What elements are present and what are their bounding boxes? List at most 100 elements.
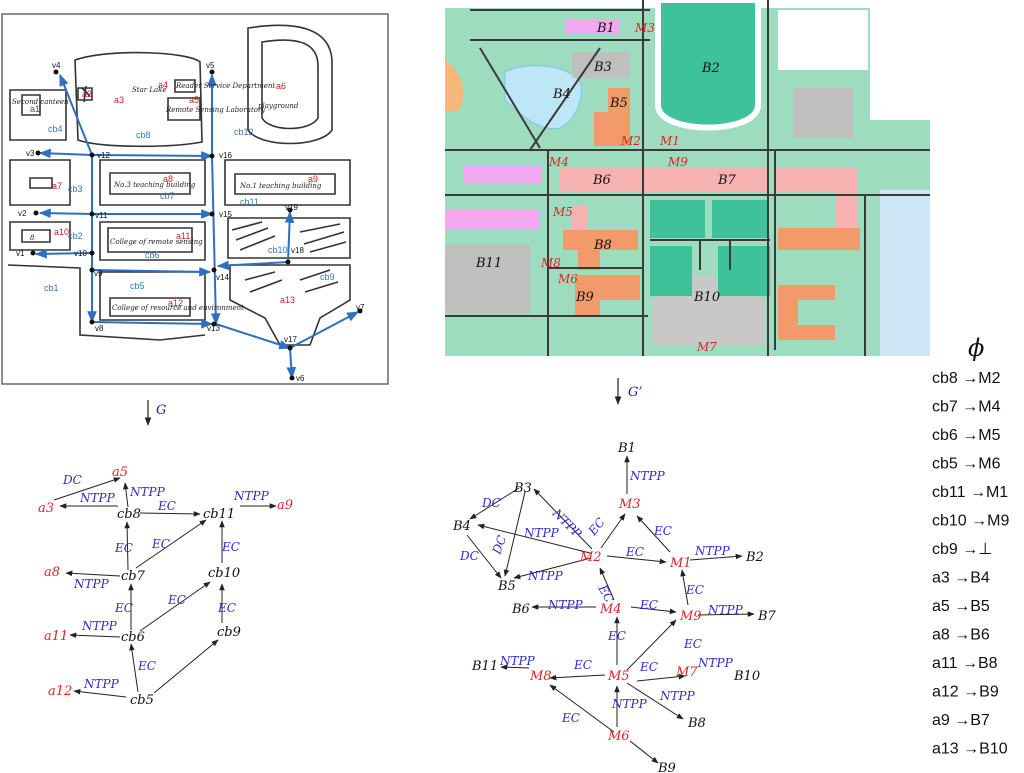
map-marker-label: M3 (634, 21, 655, 35)
relation-label: DC (62, 473, 82, 487)
relation-label: EC (685, 583, 704, 597)
a-label: a12 (168, 298, 183, 308)
node-cb8: cb8 (117, 507, 141, 522)
node-B11: B11 (471, 659, 498, 674)
college-rs-label: College of remote sensing (110, 238, 203, 246)
star-lake-label: Star Lake (132, 86, 167, 94)
vertex-label: v2 (18, 209, 27, 218)
vertex-label: v4 (52, 61, 61, 70)
sketch-cb-labels: cb1 cb2 cb3 cb4 cb5 cb6 cb7 cb8 cb9 cb10… (44, 124, 335, 293)
relation-label: EC (607, 629, 626, 643)
sketch-roads (34, 73, 360, 380)
relation-label: EC (167, 593, 186, 607)
graph-g-edges (53, 477, 277, 698)
node-M3: M3 (618, 497, 641, 512)
map-building-label: B2 (701, 61, 720, 76)
node-B5: B5 (497, 579, 516, 594)
map-building-label: B4 (552, 87, 571, 102)
vertex-label: v15 (219, 210, 232, 219)
node-B4: B4 (452, 519, 471, 534)
relation-label: EC (114, 541, 133, 555)
relation-label: EC (157, 499, 176, 513)
node-M5: M5 (607, 669, 630, 684)
node-M1: M1 (669, 556, 692, 571)
node-a12: a12 (48, 684, 72, 699)
node-B8: B8 (687, 716, 706, 731)
playground-label: playground (258, 102, 299, 110)
transform-arrows: G G’ (144, 378, 643, 426)
node-cb10: cb10 (208, 566, 240, 581)
node-cb11: cb11 (203, 507, 235, 522)
map-marker-labels: M1 M2 M3 M4 M5 M6 M7 M8 M9 (540, 21, 717, 354)
phi-mapping-row: cb8 →M2 (932, 370, 1001, 387)
graph-gprime-edges (466, 455, 755, 764)
phi-symbol: ϕ (968, 334, 984, 362)
map-building-labels: B1 B2 B3 B4 B5 B6 B7 B8 B9 B10 B11 (475, 21, 737, 305)
college-re-label: College of resource and environment (112, 304, 244, 312)
vertex-label: v14 (216, 273, 229, 282)
relation-label: NTPP (79, 491, 116, 505)
vertex-label: v17 (284, 335, 297, 344)
sketch-map: v1 v2 v3 v4 v5 v6 v7 v8 v9 v10 v11 v12 v… (1, 13, 389, 385)
phi-mapping-row: a9 →B7 (932, 712, 990, 729)
map-marker-label: M2 (620, 134, 641, 148)
no1-building-label: No.1 teaching building (239, 182, 322, 190)
map-building-label: B5 (609, 96, 628, 111)
map-building-label: B11 (475, 256, 502, 271)
relation-label: EC (639, 660, 658, 674)
phi-mapping-row: cb11 →M1 (932, 484, 1008, 501)
node-a8: a8 (44, 565, 60, 580)
node-a9: a9 (277, 498, 293, 513)
a-label: a6 (276, 81, 286, 91)
map-building-label: B1 (596, 21, 615, 36)
cb-label: cb4 (48, 124, 63, 134)
relation-label: EC (639, 598, 658, 612)
map-building-label: B8 (593, 238, 612, 253)
relation-label: EC (137, 659, 156, 673)
node-B2: B2 (745, 550, 764, 565)
a-label: a1 (30, 104, 40, 114)
relation-label: NTPP (81, 619, 118, 633)
relation-label: NTPP (83, 677, 120, 691)
node-B9: B9 (657, 761, 676, 773)
a-label: a9 (308, 174, 318, 184)
vertex-label: v10 (74, 249, 87, 258)
phi-mapping-row: cb7 →M4 (932, 399, 1001, 416)
graph-gprime: B1 M3 B3 B4 B5 M2 M1 B2 B6 M4 M9 B7 B11 … (452, 441, 777, 773)
relation-label: NTPP (629, 469, 666, 483)
second-canteen-label: Second canteen (12, 98, 69, 106)
relation-label: EC (151, 537, 170, 551)
map-building-label: B10 (693, 290, 720, 305)
map-marker-label: M5 (552, 205, 573, 219)
vertex-label: v7 (356, 303, 365, 312)
relation-label: NTPP (547, 598, 584, 612)
a-label: a2 (82, 89, 92, 99)
arrow-gprime-label: G’ (628, 385, 643, 400)
node-cb5: cb5 (130, 693, 154, 708)
vertex-label: v18 (291, 246, 304, 255)
phi-mapping-row: a11 →B8 (932, 655, 998, 672)
map-marker-label: M1 (659, 134, 680, 148)
map-marker-label: M4 (548, 155, 569, 169)
campus-map: B1 B2 B3 B4 B5 B6 B7 B8 B9 B10 B11 M1 M2… (445, 0, 930, 356)
phi-mapping-row: a5 →B5 (932, 598, 990, 615)
node-a3: a3 (38, 501, 54, 516)
node-a11: a11 (44, 629, 68, 644)
node-B1: B1 (617, 441, 636, 456)
node-M8: M8 (529, 669, 552, 684)
map-building-label: B3 (593, 60, 612, 75)
relation-label: NTPP (611, 697, 648, 711)
vertex-label: v1 (16, 249, 25, 258)
vertex-label: v5 (206, 61, 215, 70)
relation-label: NTPP (233, 489, 270, 503)
vertex-label: v3 (26, 149, 35, 158)
relation-label: EC (585, 515, 608, 539)
a-label: a8 (163, 174, 173, 184)
node-M2: M2 (579, 550, 602, 565)
arrow-g-label: G (156, 403, 166, 418)
a-label: a11 (176, 231, 190, 241)
phi-mapping-row: cb5 →M6 (932, 456, 1001, 473)
map-marker-label: M6 (557, 272, 578, 286)
cb-label: cb8 (136, 130, 151, 140)
phi-mapping-row: a13 →B10 (932, 741, 1008, 758)
